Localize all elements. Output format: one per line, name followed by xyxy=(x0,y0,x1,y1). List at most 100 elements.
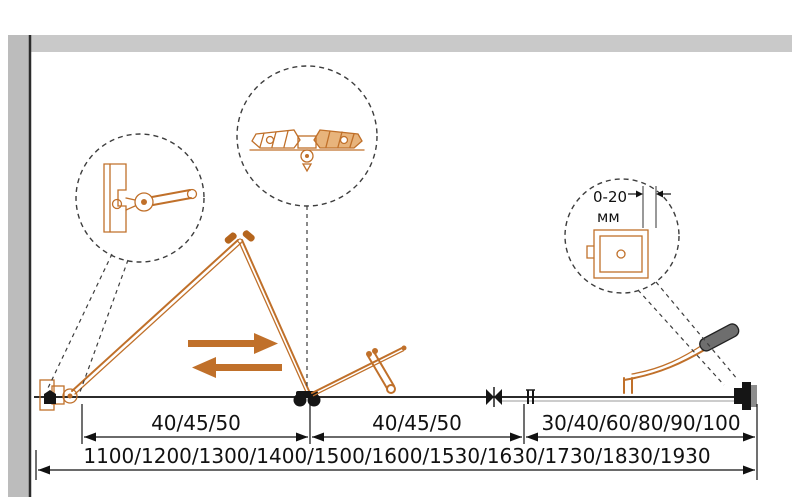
detail1-connector-b xyxy=(79,259,129,393)
detail3-profile-outer xyxy=(593,229,649,279)
dimension-row-segments: 40/45/50 40/45/50 30/40/60/80/90/100 xyxy=(81,404,758,480)
wall-top xyxy=(30,35,792,52)
dim-overall-head-right xyxy=(743,465,755,475)
detail2-hatch3 xyxy=(283,130,289,148)
door-track xyxy=(34,396,757,402)
panel-right-line2 xyxy=(238,241,307,393)
detail1-arm-cap xyxy=(186,188,198,200)
center-hinge-left xyxy=(293,393,307,407)
detail1-arm1 xyxy=(151,189,191,198)
detail2-hatch1 xyxy=(259,132,265,148)
detail1-link1 xyxy=(125,197,136,201)
detail2-pointer xyxy=(301,163,313,173)
right-profile-bar xyxy=(742,382,751,410)
center-bottom-hinge xyxy=(293,391,321,407)
detail-circle1-outline xyxy=(75,133,205,263)
detail3-profile-inner xyxy=(599,235,643,273)
left-pivot xyxy=(62,388,78,404)
detail-circle-fold-hinge xyxy=(236,65,378,386)
detail2-screw-left xyxy=(265,135,275,145)
detail1-screw xyxy=(111,198,123,210)
arrow-right-icon xyxy=(188,333,278,354)
dim-seg2-head-right xyxy=(510,432,522,442)
detail1-link2 xyxy=(125,205,136,211)
dim-seg2-head-left xyxy=(312,432,324,442)
dimension-label-seg2: 40/45/50 xyxy=(372,411,462,435)
wall-profile-right xyxy=(734,382,757,410)
detail2-wing-right xyxy=(313,129,363,149)
detail2-hatch6 xyxy=(349,133,355,148)
dimension-label-seg3: 30/40/60/80/90/100 xyxy=(541,411,740,435)
detail3-connector-b xyxy=(637,289,725,386)
detail3-connector-a xyxy=(655,281,739,381)
panel-left-line xyxy=(71,239,239,392)
knuckle-left xyxy=(224,232,237,244)
handle-bar1 xyxy=(367,355,389,391)
detail2-wing-left xyxy=(251,129,301,149)
handle-mount2 xyxy=(372,348,378,354)
towelbar-grip xyxy=(699,323,740,352)
center-hinge-right xyxy=(307,393,321,407)
dimension-label-overall: 1100/1200/1300/1400/1500/1600/1530/1630/… xyxy=(83,444,710,468)
detail1-arm2 xyxy=(152,197,192,206)
detail2-center-block xyxy=(297,135,317,149)
dimension-overall: 1100/1200/1300/1400/1500/1600/1530/1630/… xyxy=(35,444,755,480)
magnet-profile xyxy=(486,387,502,407)
panel-left-line2 xyxy=(74,242,242,395)
fold-hinge-top-knuckle xyxy=(224,230,255,244)
towelbar-curve2 xyxy=(631,343,705,375)
detail1-profile xyxy=(103,163,127,233)
swing-panel-line xyxy=(311,347,403,394)
right-profile-cap xyxy=(751,385,757,407)
detail1-pivot xyxy=(134,192,154,212)
detail-circle-wall-hinge xyxy=(47,133,205,393)
handle-cap xyxy=(386,384,396,394)
wall-left-strip xyxy=(8,35,30,497)
towelbar-curve1 xyxy=(623,348,707,381)
folding-panel-left xyxy=(71,239,242,395)
swing-panel-tip xyxy=(401,345,407,351)
dim-seg3-head-left xyxy=(526,432,538,442)
panel-right-line xyxy=(241,239,310,392)
detail1-connector-a xyxy=(47,253,113,389)
door-panel-with-handle xyxy=(311,345,407,397)
detail-circle-wall-profile: 0-20 мм xyxy=(564,178,739,386)
gap-range-label: 0-20 xyxy=(593,188,627,206)
towel-bar-handle xyxy=(623,323,740,394)
detail1-pivot-pin xyxy=(141,199,147,205)
magnet-left xyxy=(486,389,494,405)
dim-seg1-head-right xyxy=(296,432,308,442)
left-pivot-clamp xyxy=(44,390,56,404)
track-clamp xyxy=(526,389,535,404)
detail3-profile-screw xyxy=(616,249,626,259)
detail2-screw-right xyxy=(339,135,349,145)
detail2-hatch4 xyxy=(325,130,331,148)
detail2-pivot xyxy=(300,149,314,163)
magnet-right xyxy=(494,389,502,405)
arrow-left-icon xyxy=(192,357,282,378)
folding-panel-right xyxy=(238,239,310,393)
slide-direction-arrows xyxy=(188,333,282,378)
left-pivot-pin xyxy=(67,393,73,399)
wall-left xyxy=(8,35,32,497)
dim-seg3-head-right xyxy=(743,432,755,442)
dim-overall-head-left xyxy=(38,465,50,475)
swing-panel-line2 xyxy=(312,350,405,397)
detail3-profile-notch xyxy=(586,245,595,259)
wall-top-strip xyxy=(30,35,792,52)
wall-hinge-left xyxy=(39,379,78,411)
dimension-label-seg1: 40/45/50 xyxy=(151,411,241,435)
detail2-pivot-pin xyxy=(305,154,309,158)
gap-unit-label: мм xyxy=(597,208,620,226)
gap-arrowhead1 xyxy=(636,190,643,198)
gap-arrowhead2 xyxy=(656,190,663,198)
handle-bar2 xyxy=(373,351,395,387)
dim-seg1-head-left xyxy=(84,432,96,442)
knuckle-right xyxy=(242,230,255,242)
right-profile-tab xyxy=(734,388,742,404)
door-handle xyxy=(366,348,396,394)
handle-mount1 xyxy=(366,351,372,357)
detail-circle3-outline xyxy=(564,178,680,294)
